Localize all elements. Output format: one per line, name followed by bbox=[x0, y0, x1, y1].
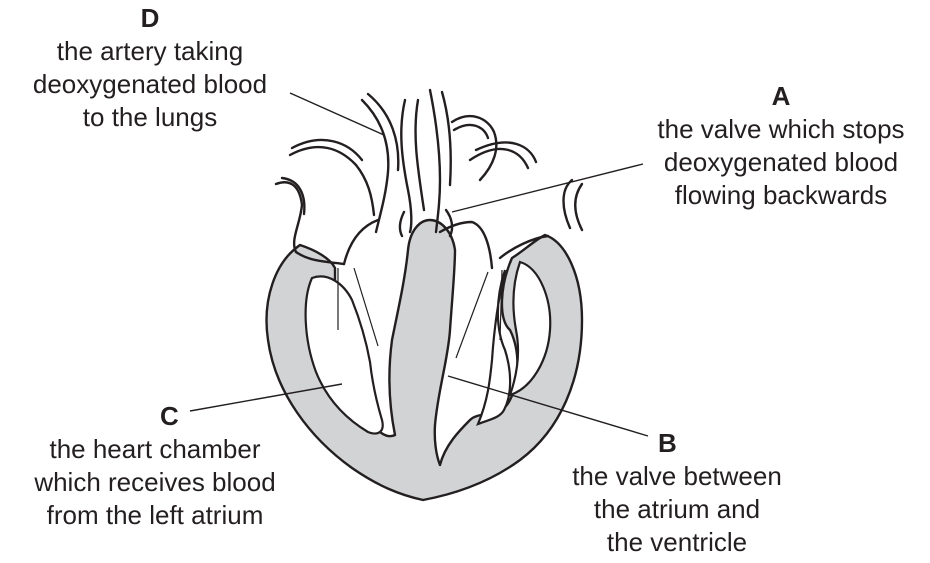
label-a-line-2: deoxygenated blood bbox=[632, 146, 930, 179]
label-d-letter: D bbox=[0, 2, 300, 35]
label-b: B the valve between the atrium and the v… bbox=[534, 427, 820, 559]
label-c: C the heart chamber which receives blood… bbox=[0, 400, 310, 532]
label-a-line-1: the valve which stops bbox=[632, 113, 930, 146]
label-b-line-1: the valve between bbox=[534, 460, 820, 493]
label-a-line-3: flowing backwards bbox=[632, 179, 930, 212]
label-c-line-1: the heart chamber bbox=[0, 433, 310, 466]
label-d-line-3: to the lungs bbox=[0, 101, 300, 134]
label-b-line-2: the atrium and bbox=[534, 493, 820, 526]
label-d-line-1: the artery taking bbox=[0, 35, 300, 68]
label-d: D the artery taking deoxygenated blood t… bbox=[0, 2, 300, 134]
label-c-line-3: from the left atrium bbox=[0, 499, 310, 532]
leader-line-a bbox=[452, 164, 643, 212]
label-b-line-3: the ventricle bbox=[534, 526, 820, 559]
label-a-letter: A bbox=[632, 80, 930, 113]
label-c-line-2: which receives blood bbox=[0, 466, 310, 499]
label-d-line-2: deoxygenated blood bbox=[0, 68, 300, 101]
label-a: A the valve which stops deoxygenated blo… bbox=[632, 80, 930, 212]
label-b-letter: B bbox=[534, 427, 820, 460]
label-c-letter: C bbox=[0, 400, 310, 433]
leader-line-d bbox=[290, 93, 384, 135]
